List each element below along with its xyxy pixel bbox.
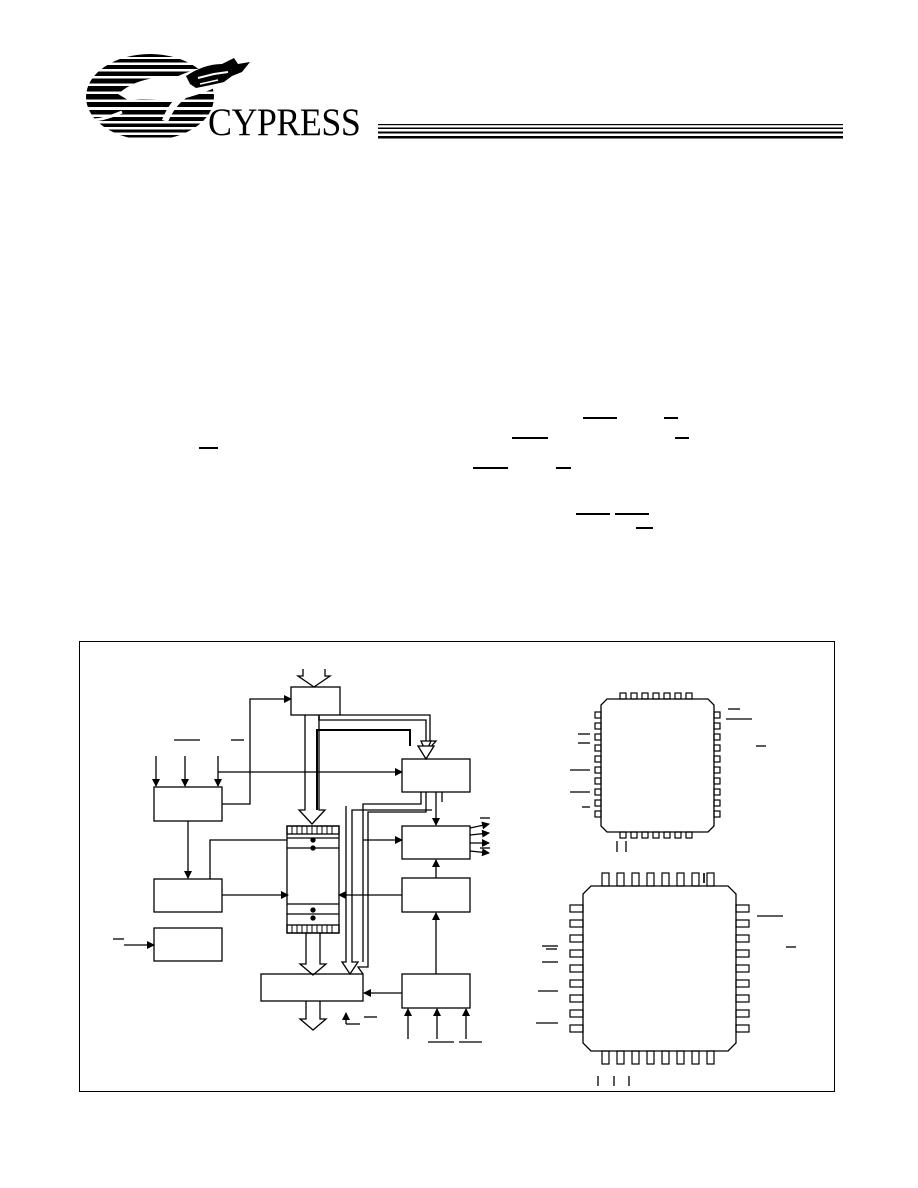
overbar-mark: [576, 513, 610, 515]
overbar-mark: [512, 437, 548, 439]
write-logic-block: [401, 758, 471, 793]
overbar-mark: [675, 437, 689, 439]
logic-block-diagram: [113, 669, 796, 1086]
overbar-mark: [664, 417, 678, 419]
figure-frame: [79, 641, 835, 1092]
control-logic-block: [153, 786, 223, 822]
line-array-to-write: [316, 729, 411, 810]
read-pointer-block: [401, 877, 471, 913]
cypress-logo-icon: [86, 54, 250, 138]
data-out-bus-arrow: [298, 1001, 328, 1031]
reset-logic-block: [153, 927, 223, 962]
header-rule: [378, 124, 843, 139]
bus-buffer-to-array: [297, 715, 327, 825]
read-control-block: [401, 973, 471, 1009]
input-buffer-block: [290, 686, 341, 716]
overbar-mark: [556, 467, 571, 469]
output-register-block: [260, 973, 364, 1002]
plcc-package-outline: [600, 698, 715, 833]
plcc-pins: [594, 692, 721, 839]
bus-buffer-to-write-logic: [318, 715, 433, 754]
data-in-bus-arrow: [295, 669, 333, 688]
overbar-mark: [583, 417, 617, 419]
overbar-mark: [615, 513, 649, 515]
lcc-package-outline: [582, 885, 737, 1052]
flag-logic-block: [401, 825, 471, 860]
overbar-mark: [199, 447, 218, 449]
brand-wordmark: CYPRESS: [208, 101, 361, 144]
overbar-mark: [473, 467, 508, 469]
lcc-pins: [569, 872, 750, 1065]
write-pointer-block: [153, 878, 223, 913]
overbar-mark: [636, 527, 653, 529]
bus-array-to-output: [298, 933, 328, 976]
